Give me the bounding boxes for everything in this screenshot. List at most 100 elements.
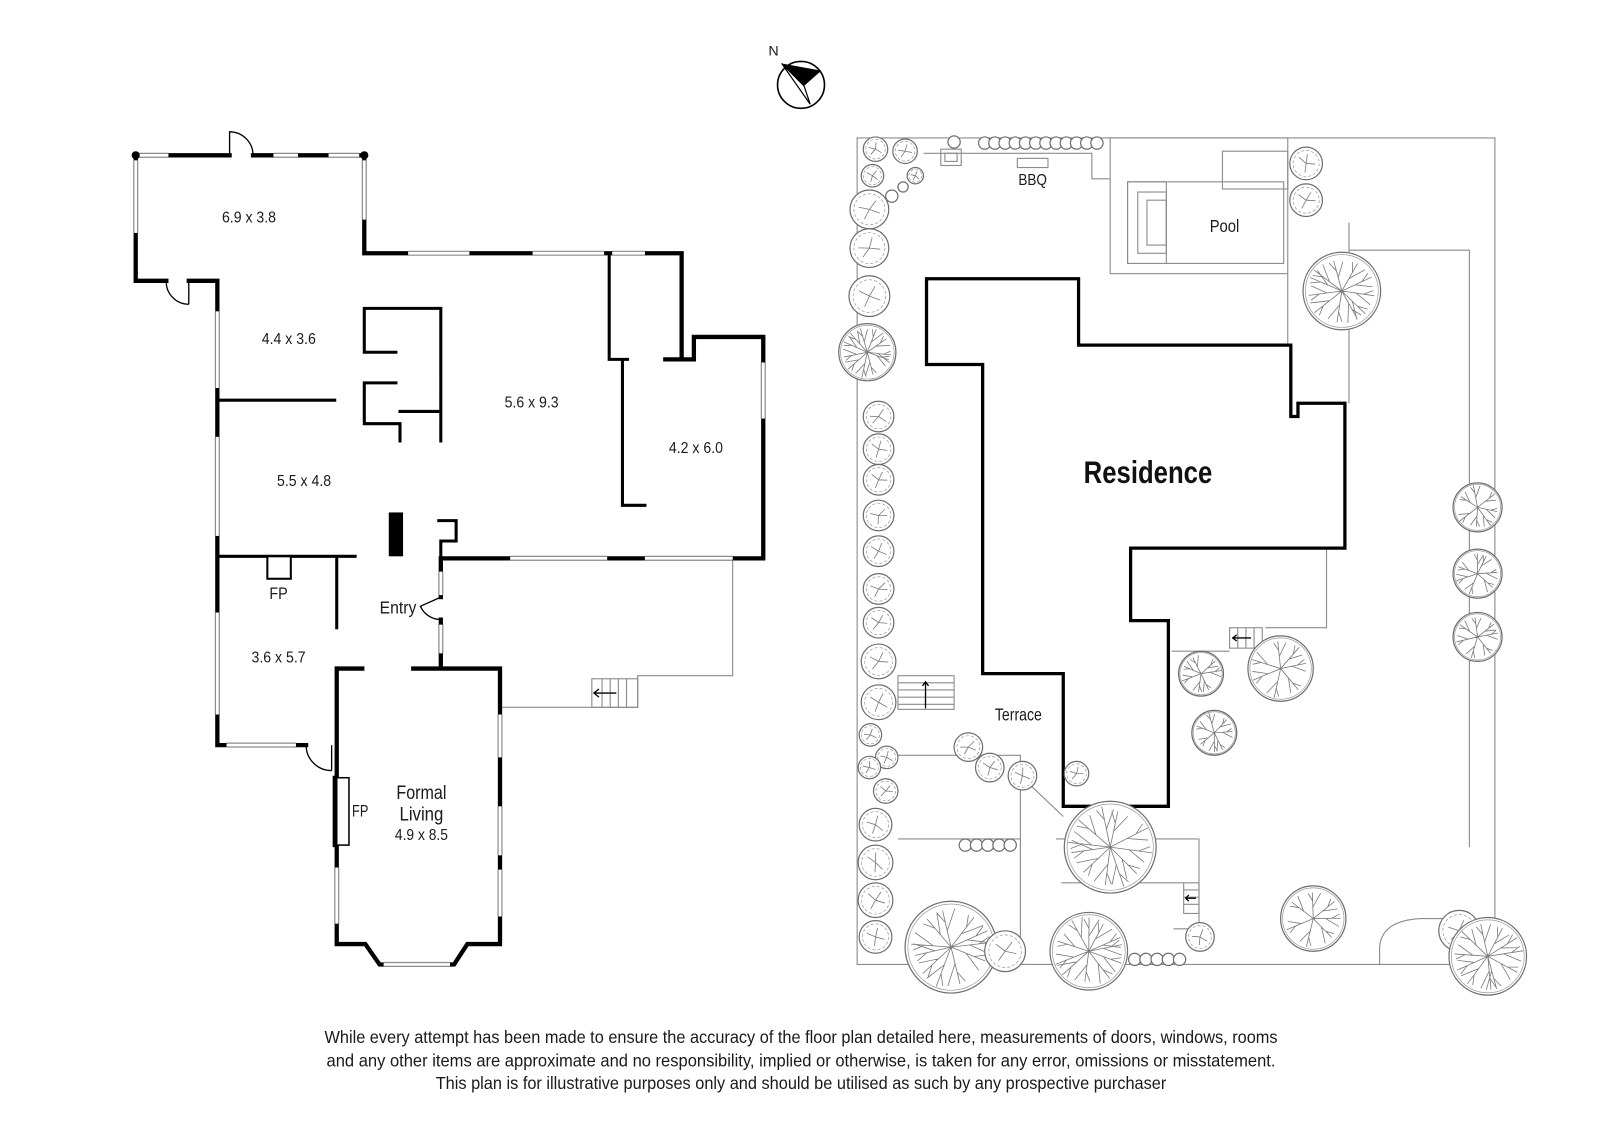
tree-branches — [1456, 617, 1498, 658]
tree-canopy-edge — [865, 576, 892, 602]
tree-canopy-edge — [865, 538, 892, 564]
pool-steps — [1137, 191, 1167, 254]
tree — [1007, 760, 1038, 791]
tree-canopy-edge — [865, 403, 892, 430]
stairs-arrow — [592, 688, 617, 698]
hedge-shrub — [897, 181, 909, 193]
tree-canopy-edge — [956, 735, 981, 759]
tree — [1191, 709, 1238, 756]
tree-branches — [868, 891, 885, 909]
tree — [1289, 146, 1324, 181]
tree — [860, 163, 885, 188]
property-boundary — [856, 137, 1496, 966]
bbq-area-edge — [923, 152, 1111, 180]
tree — [974, 752, 1005, 783]
tree-branches — [911, 908, 994, 987]
door-swing-entry — [419, 596, 442, 621]
stairs-outline — [591, 678, 639, 708]
tree-branches — [870, 542, 887, 559]
tree — [857, 755, 882, 780]
tree-canopy-edge — [1192, 711, 1236, 755]
tree — [1452, 482, 1503, 533]
tree-canopy-edge — [894, 141, 916, 162]
tree-canopy-edge — [865, 502, 892, 529]
tree-canopy-edge — [1454, 550, 1501, 598]
tree-canopy-edge — [1454, 483, 1501, 531]
tree-canopy-edge — [988, 934, 1022, 968]
tree — [1452, 548, 1503, 599]
disclaimer-line: and any other items are approximate and … — [327, 1051, 1276, 1071]
tree-canopy — [897, 181, 909, 193]
corner-post — [360, 151, 369, 160]
tree-branches — [870, 582, 888, 597]
tree — [1289, 183, 1324, 218]
tree-canopy — [1150, 952, 1164, 967]
room-size-label: 5.6 x 9.3 — [505, 394, 559, 411]
driveway-edge — [1379, 918, 1470, 965]
tree-branches — [1191, 929, 1208, 946]
tree-branches — [1286, 892, 1341, 947]
tree-canopy-edge — [860, 758, 879, 777]
fireplace-label: FP — [352, 803, 368, 821]
tree-branches — [871, 440, 888, 458]
tree-branches — [1454, 924, 1524, 990]
formal-living-size: 4.9 x 8.5 — [395, 827, 448, 844]
tree-canopy-edge — [1066, 803, 1154, 891]
tree — [862, 433, 895, 466]
terrace-stairs — [897, 675, 955, 710]
door-swing-top — [228, 131, 254, 156]
tree-canopy-edge — [1305, 254, 1379, 328]
tree-branches — [1298, 192, 1316, 209]
tree — [862, 499, 895, 532]
tree-branches — [880, 750, 893, 764]
tree-canopy-edge — [840, 325, 895, 380]
stairs-outline — [897, 675, 955, 710]
tree-branches — [880, 785, 893, 797]
tree-canopy — [969, 838, 984, 852]
tree-canopy — [981, 838, 995, 852]
tree-branches — [868, 142, 882, 155]
landscaping-trees — [838, 135, 1528, 996]
tree — [862, 535, 895, 568]
exterior-walls — [133, 153, 766, 967]
tree — [874, 745, 899, 770]
tree-canopy-edge — [1179, 652, 1223, 696]
tree — [862, 136, 889, 163]
deck-outline — [500, 558, 734, 708]
tree-branches — [866, 815, 883, 834]
tree — [858, 807, 893, 842]
windows — [133, 152, 766, 968]
bbq-label: BBQ — [1018, 172, 1047, 189]
tree-branches — [1455, 553, 1498, 595]
tree-branches — [858, 200, 880, 220]
formal-living-name-line1: Formal — [396, 782, 446, 804]
tree-canopy-edge — [1292, 150, 1320, 177]
formal-living-name-line2: Living — [399, 804, 443, 826]
tree-canopy-edge — [1249, 637, 1312, 700]
tree-canopy-edge — [1450, 919, 1525, 994]
tree — [1063, 760, 1090, 787]
tree-branches — [1251, 641, 1307, 698]
hedge-shrub — [1090, 136, 1104, 150]
tree-branches — [910, 171, 919, 181]
side-path-edges — [1171, 548, 1328, 652]
room-size-label: 5.5 x 4.8 — [277, 473, 331, 490]
stairs-outline — [1183, 882, 1200, 915]
tree-branches — [1055, 916, 1123, 984]
tree-canopy-edge — [861, 848, 890, 877]
hedge-shrub — [1150, 952, 1164, 967]
tree — [849, 228, 890, 269]
tree-canopy-edge — [864, 688, 893, 717]
tree — [857, 882, 894, 919]
tree-canopy-edge — [864, 647, 893, 676]
tree-branches — [863, 728, 877, 740]
room-size-label: 4.2 x 6.0 — [669, 440, 723, 457]
hedge-shrub — [958, 838, 973, 852]
tree-canopy-edge — [1188, 925, 1212, 949]
tree — [858, 723, 883, 747]
residence-label: Residence — [1084, 454, 1213, 490]
tree-canopy-edge — [1051, 914, 1126, 988]
residence-footprint — [924, 277, 1347, 808]
tree-branches — [869, 409, 887, 424]
bbq-bench — [1016, 157, 1049, 169]
